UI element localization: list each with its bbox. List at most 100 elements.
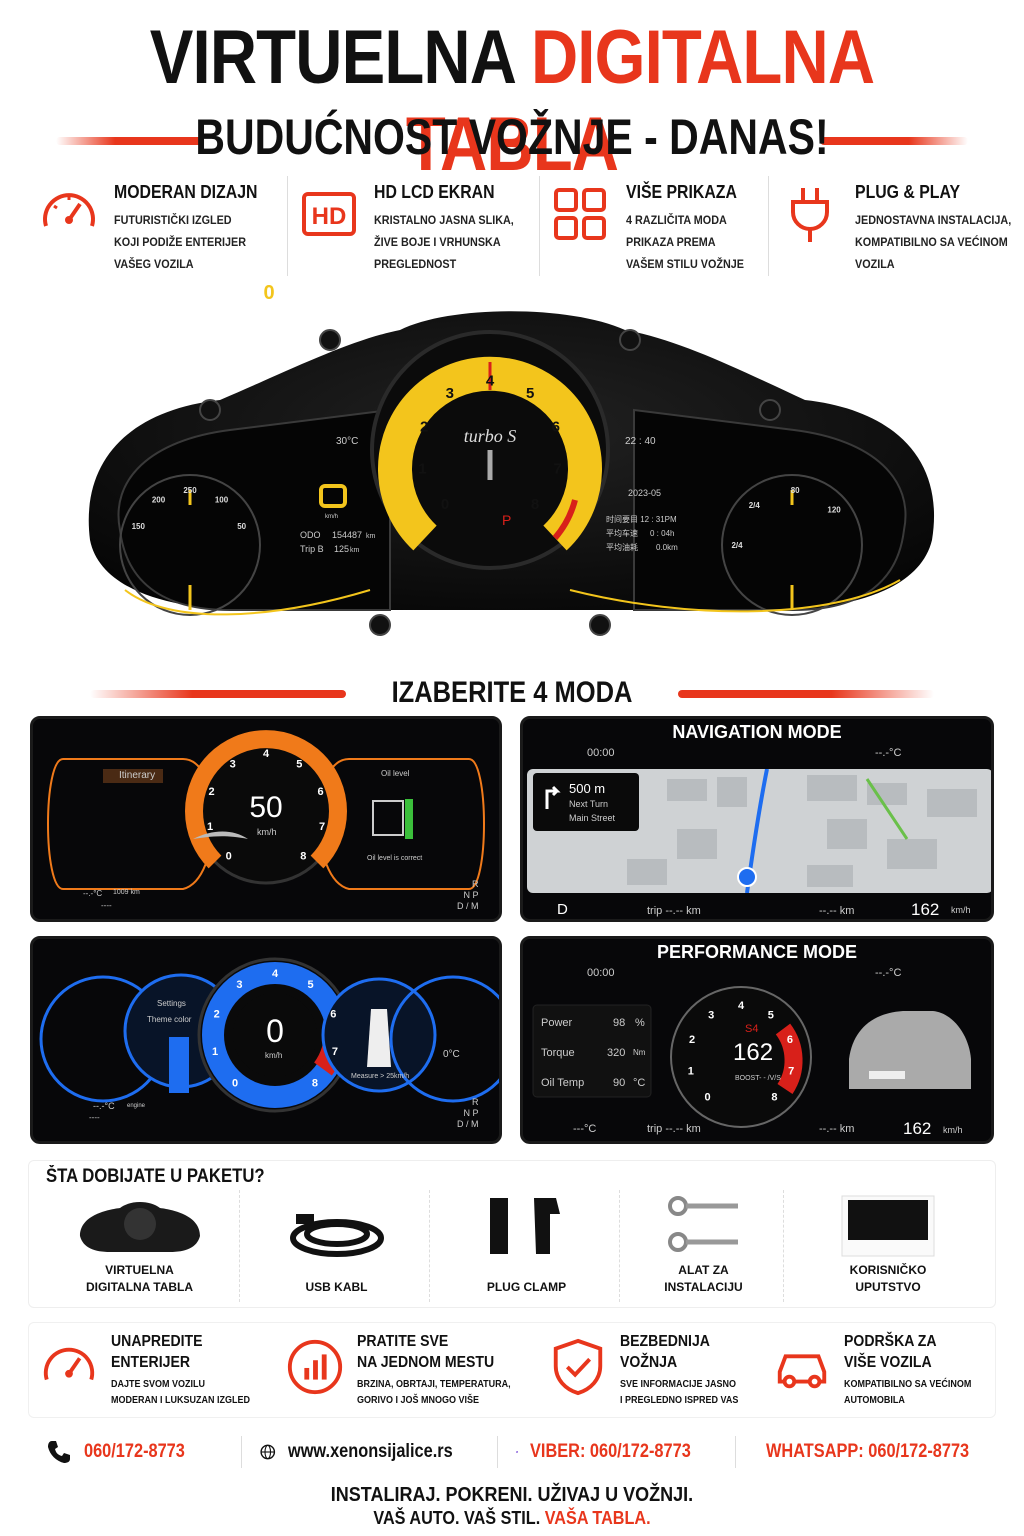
cluster-speed-unit: km/h <box>325 514 338 520</box>
mode3-speed-unit: km/h <box>265 1051 283 1060</box>
feature-desc-2: ŽIVE BOJE I VRHUNSKA <box>374 235 501 249</box>
speedometer-icon <box>43 193 95 227</box>
shield-check-icon <box>554 1338 603 1396</box>
mode1-tick-label: 8 <box>300 850 306 862</box>
package-cap-2: DIGITALNA TABLA <box>85 1280 194 1294</box>
chart-icon <box>288 1339 343 1395</box>
website-link[interactable]: www.xenonsijalice.rs <box>287 1441 453 1462</box>
tachometer-redline <box>552 499 578 540</box>
feature-desc-1: 4 RAZLIČITA MODA <box>626 213 728 227</box>
feature-desc-3: VAŠEM STILU VOŽNJE <box>626 257 745 271</box>
benefit-title-2: NA JEDNOM MESTU <box>357 1354 495 1371</box>
mode1-tick-label: 1 <box>207 821 213 833</box>
cluster-date: 2023-05 <box>628 488 661 498</box>
feature-modern-design: MODERAN DIZAJN FUTURISTIČKI IZGLED KOJI … <box>28 176 289 276</box>
benefit-title-1: BEZBEDNIJA <box>620 1333 711 1350</box>
mode1-itinerary-badge <box>103 769 163 783</box>
mode4-row-oil-unit: °C <box>633 1077 646 1089</box>
manual-icon <box>841 1195 935 1257</box>
right-screen <box>633 408 907 611</box>
benefit-safety: BEZBEDNIJA VOŽNJA SVE INFORMACIJE JASNO … <box>538 1323 762 1417</box>
package-cap-2: UPUTSTVO <box>855 1280 921 1294</box>
mode3-theme-bar <box>169 1037 189 1093</box>
contact-viber[interactable]: VIBER: 060/172-8773 <box>498 1436 736 1468</box>
mode2-distance: 500 m <box>569 781 606 796</box>
mode1-tick-label: 5 <box>296 758 302 770</box>
phone-icon <box>48 1441 70 1463</box>
mode4-tick-label: 6 <box>787 1034 793 1046</box>
tachometer-tick-label: 3 <box>446 385 454 402</box>
tachometer-tick-label: 5 <box>526 385 534 402</box>
contact-whatsapp[interactable]: WHATSAPP: 060/172-8773 <box>736 1436 996 1468</box>
hd-icon: HD <box>302 192 357 236</box>
feature-desc-3: VAŠEG VOZILA <box>114 257 194 271</box>
mode3-theme: Theme color <box>147 1015 192 1024</box>
cluster-temp: 30°C <box>336 436 358 447</box>
mode3-tick-label: 5 <box>308 979 314 991</box>
headline-part-a: VIRTUELNA <box>149 15 515 100</box>
mode2-title: NAVIGATION MODE <box>672 722 842 742</box>
mode3-right-ring <box>389 975 499 1103</box>
mode1-tick-label: 2 <box>208 786 214 798</box>
benefit-desc-2: MODERAN I LUKSUZAN IZGLED <box>111 1395 251 1406</box>
mode1-range: 1009 km <box>113 889 140 896</box>
mode3-gear: R N P D / M <box>457 1097 479 1129</box>
subheadline: BUDUĆNOST VOŽNJE - DANAS! <box>195 109 829 165</box>
right-gauge-tick-label: 120 <box>827 505 841 514</box>
feature-desc-2: KOJI PODIŽE ENTERIJER <box>114 235 247 249</box>
benefit-title-2: VIŠE VOZILA <box>843 1354 932 1371</box>
benefit-desc-1: KOMPATIBILNO SA VEĆINOM <box>843 1379 972 1390</box>
benefit-desc-1: SVE INFORMACIJE JASNO <box>620 1379 737 1390</box>
odo-value: 154487 <box>332 530 362 540</box>
mode4-trip: trip --.-- km <box>647 1123 701 1135</box>
right-gauge-tick-label: 2/4 <box>731 541 743 550</box>
mode3-tick-label: 1 <box>212 1046 218 1058</box>
odo-label: ODO <box>300 530 321 540</box>
mode3-tick-label: 7 <box>332 1046 338 1058</box>
mode4-tick-label: 1 <box>688 1065 694 1077</box>
mode4-speed: 162 <box>733 1039 774 1066</box>
right-gauge-tick-label: 80 <box>791 486 800 495</box>
mode4-stats-panel <box>532 1004 652 1098</box>
mode1-car-silhouette <box>193 831 248 839</box>
right-gauge-tick-label: 2/4 <box>749 501 761 510</box>
car-icon <box>777 1354 826 1389</box>
mode3-dashes: ---- <box>89 1113 100 1122</box>
feature-title: MODERAN DIZAJN <box>114 182 258 202</box>
contact-phone[interactable]: 060/172-8773 <box>28 1436 242 1468</box>
package-cap-1: ALAT ZA <box>678 1263 729 1277</box>
mode4-tick-label: 2 <box>689 1034 695 1046</box>
mode4-redline <box>775 1023 803 1094</box>
benefit-desc-1: BRZINA, OBRTAJI, TEMPERATURA, <box>357 1379 512 1390</box>
benefit-title-1: PODRŠKA ZA <box>843 1333 937 1350</box>
package-cap-1: PLUG CLAMP <box>486 1280 567 1294</box>
contact-website[interactable]: www.xenonsijalice.rs <box>242 1436 498 1468</box>
benefit-title-1: UNAPREDITE <box>111 1333 203 1350</box>
whatsapp-contact[interactable]: WHATSAPP: 060/172-8773 <box>766 1441 970 1462</box>
globe-icon <box>260 1444 276 1460</box>
cluster-time: 22 : 40 <box>625 436 656 447</box>
mode3-car-icon <box>367 1009 391 1067</box>
benefit-title-2: ENTERIJER <box>111 1354 191 1371</box>
mode3-tick-label: 4 <box>272 968 279 980</box>
mode1-dashes: ---- <box>101 901 112 910</box>
headline-part-b: DIGITALNA TABLA <box>405 15 875 187</box>
feature-multi-view: VIŠE PRIKAZA 4 RAZLIČITA MODA PRIKAZA PR… <box>540 176 769 276</box>
mode3-tick-label: 3 <box>236 979 242 991</box>
turn-card <box>533 773 639 831</box>
mount-tab <box>589 614 611 636</box>
cluster-icon <box>79 1202 200 1252</box>
phone-number[interactable]: 060/172-8773 <box>84 1441 185 1462</box>
mode3-tick-label: 0 <box>232 1077 238 1089</box>
left-gauge-tick-label: 150 <box>132 522 146 531</box>
mode1-tick-label: 3 <box>230 758 236 770</box>
viber-contact[interactable]: VIBER: 060/172-8773 <box>530 1441 691 1462</box>
mode1-tick-label: 7 <box>319 821 325 833</box>
mode2-speed: 162 <box>911 900 940 919</box>
